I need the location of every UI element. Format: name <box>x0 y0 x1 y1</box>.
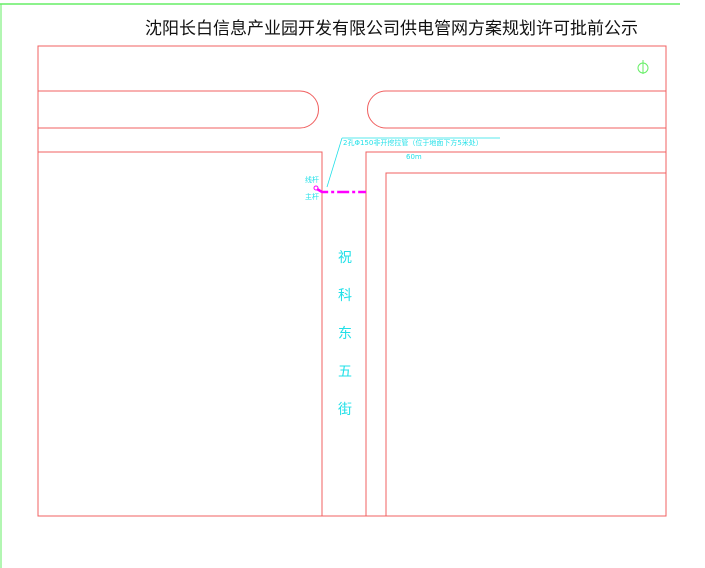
north-arrow-icon <box>637 60 649 74</box>
road-left-segment <box>38 90 319 129</box>
power-pipe <box>316 187 366 194</box>
road-right-segment <box>367 90 666 129</box>
site-boundary <box>37 45 667 517</box>
page-title: 沈阳长白信息产业园开发有限公司供电管网方案规划许可批前公示 <box>145 19 638 39</box>
pipe-label: 2孔Φ150非开挖拉管（位于地面下方5米处） <box>343 138 483 147</box>
road-char: 科 <box>338 288 352 304</box>
right-block <box>365 151 666 516</box>
leader-line <box>326 137 343 188</box>
road-char: 东 <box>338 326 352 342</box>
right-inner-block <box>385 172 666 516</box>
left-block <box>38 151 323 516</box>
pole-main-label: 主杆 <box>305 192 319 201</box>
pole-top-label: 线杆 <box>305 175 319 184</box>
pole-icon <box>313 185 319 191</box>
road-char: 五 <box>338 364 352 380</box>
pipe-length: 60m <box>406 153 422 161</box>
road-char: 街 <box>338 402 352 418</box>
road-char: 祝 <box>338 250 352 266</box>
